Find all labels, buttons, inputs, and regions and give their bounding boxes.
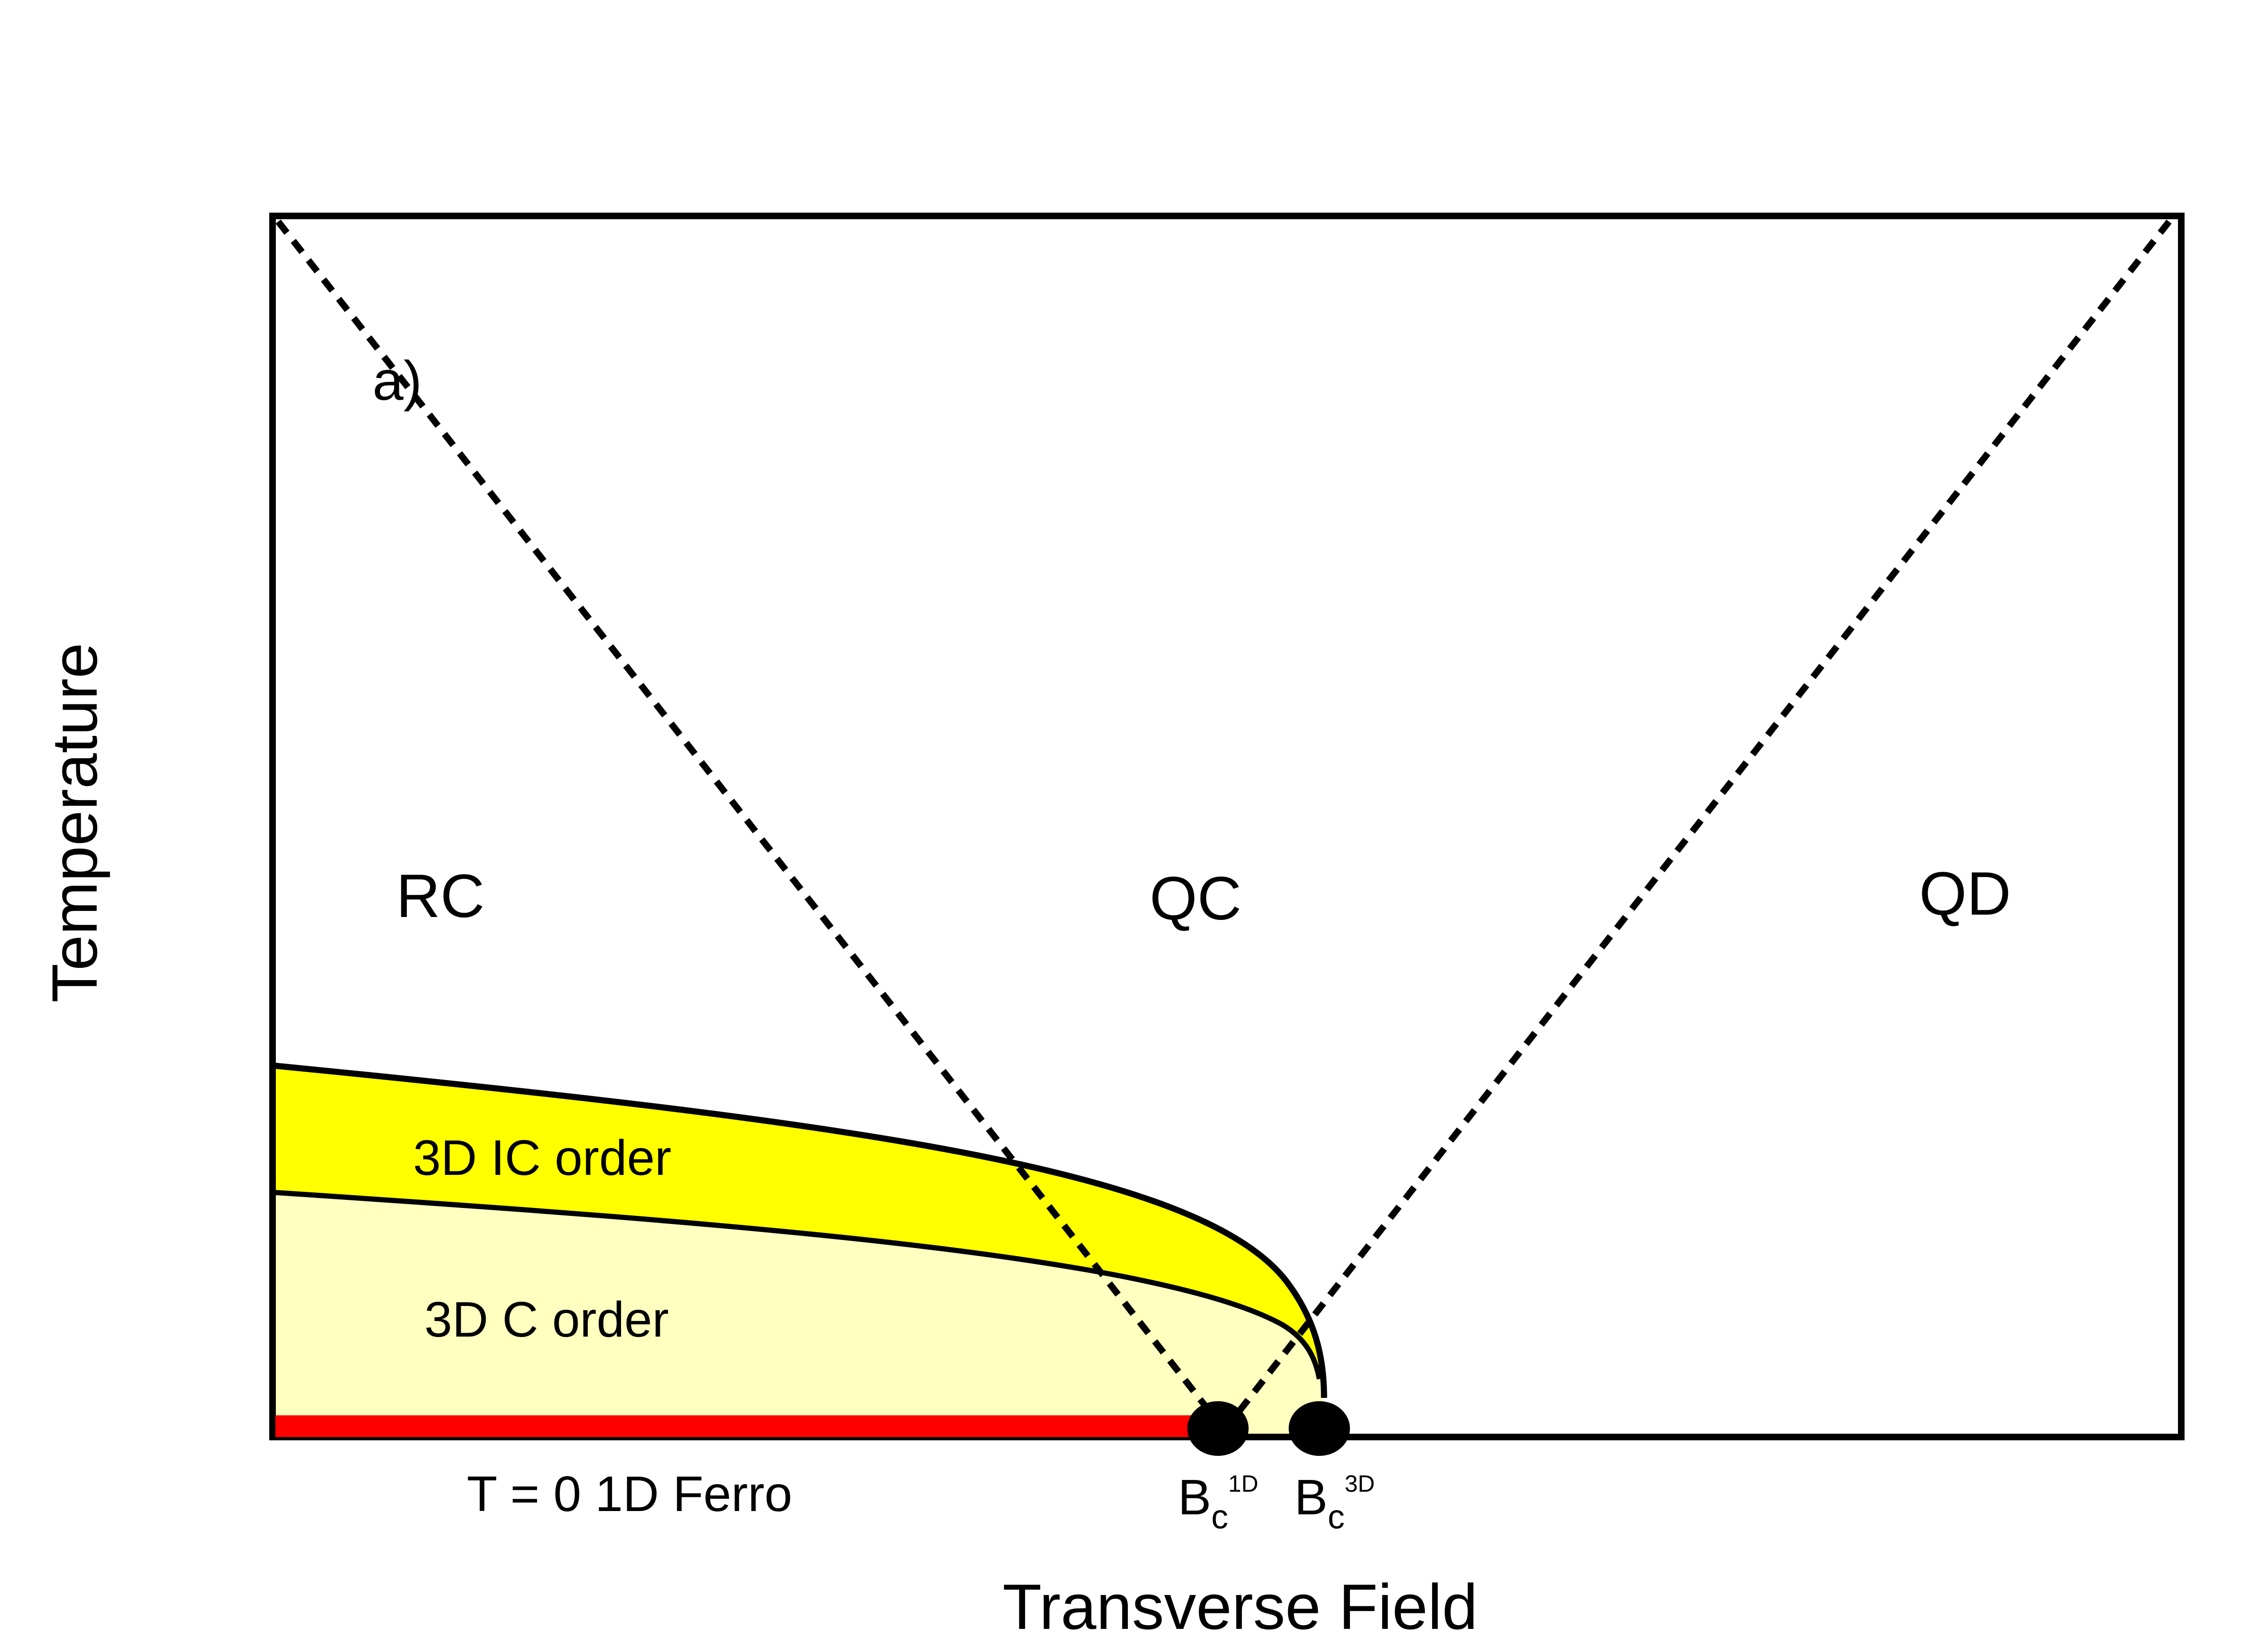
ground-state-label: T = 0 1D Ferro	[467, 1466, 792, 1522]
region-label-qc: QC	[1150, 864, 1242, 933]
region-label-c-order: 3D C order	[424, 1292, 669, 1347]
critical-point-label-3d: Bc3D	[1294, 1470, 1375, 1536]
critical-point-label-1d-sub: c	[1211, 1498, 1228, 1536]
region-label-ic-order: 3D IC order	[413, 1130, 671, 1186]
qc-qd-crossover-line	[1230, 219, 2172, 1421]
c-order-region	[273, 1192, 1323, 1437]
critical-point-label-1d-sup: 1D	[1228, 1470, 1258, 1497]
critical-point-3d	[1289, 1401, 1350, 1456]
critical-point-label-1d: Bc1D	[1178, 1470, 1258, 1536]
region-label-rc: RC	[396, 861, 485, 930]
x-axis-label: Transverse Field	[1002, 1571, 1478, 1643]
critical-point-label-3d-sup: 3D	[1345, 1470, 1375, 1497]
critical-point-1d	[1187, 1401, 1249, 1456]
critical-point-label-3d-sub: c	[1328, 1498, 1345, 1536]
ferro-ground-state-line	[275, 1415, 1217, 1437]
ic-order-boundary	[272, 1062, 1327, 1398]
critical-point-label-3d-base: B	[1294, 1470, 1328, 1525]
y-axis-label: Temperature	[39, 643, 110, 1002]
region-label-qd: QD	[1919, 859, 2011, 928]
critical-point-label-1d-base: B	[1178, 1470, 1211, 1525]
c-order-boundary	[272, 1189, 1322, 1379]
rc-qc-crossover-line	[275, 219, 1218, 1421]
panel-label: a)	[373, 350, 422, 412]
